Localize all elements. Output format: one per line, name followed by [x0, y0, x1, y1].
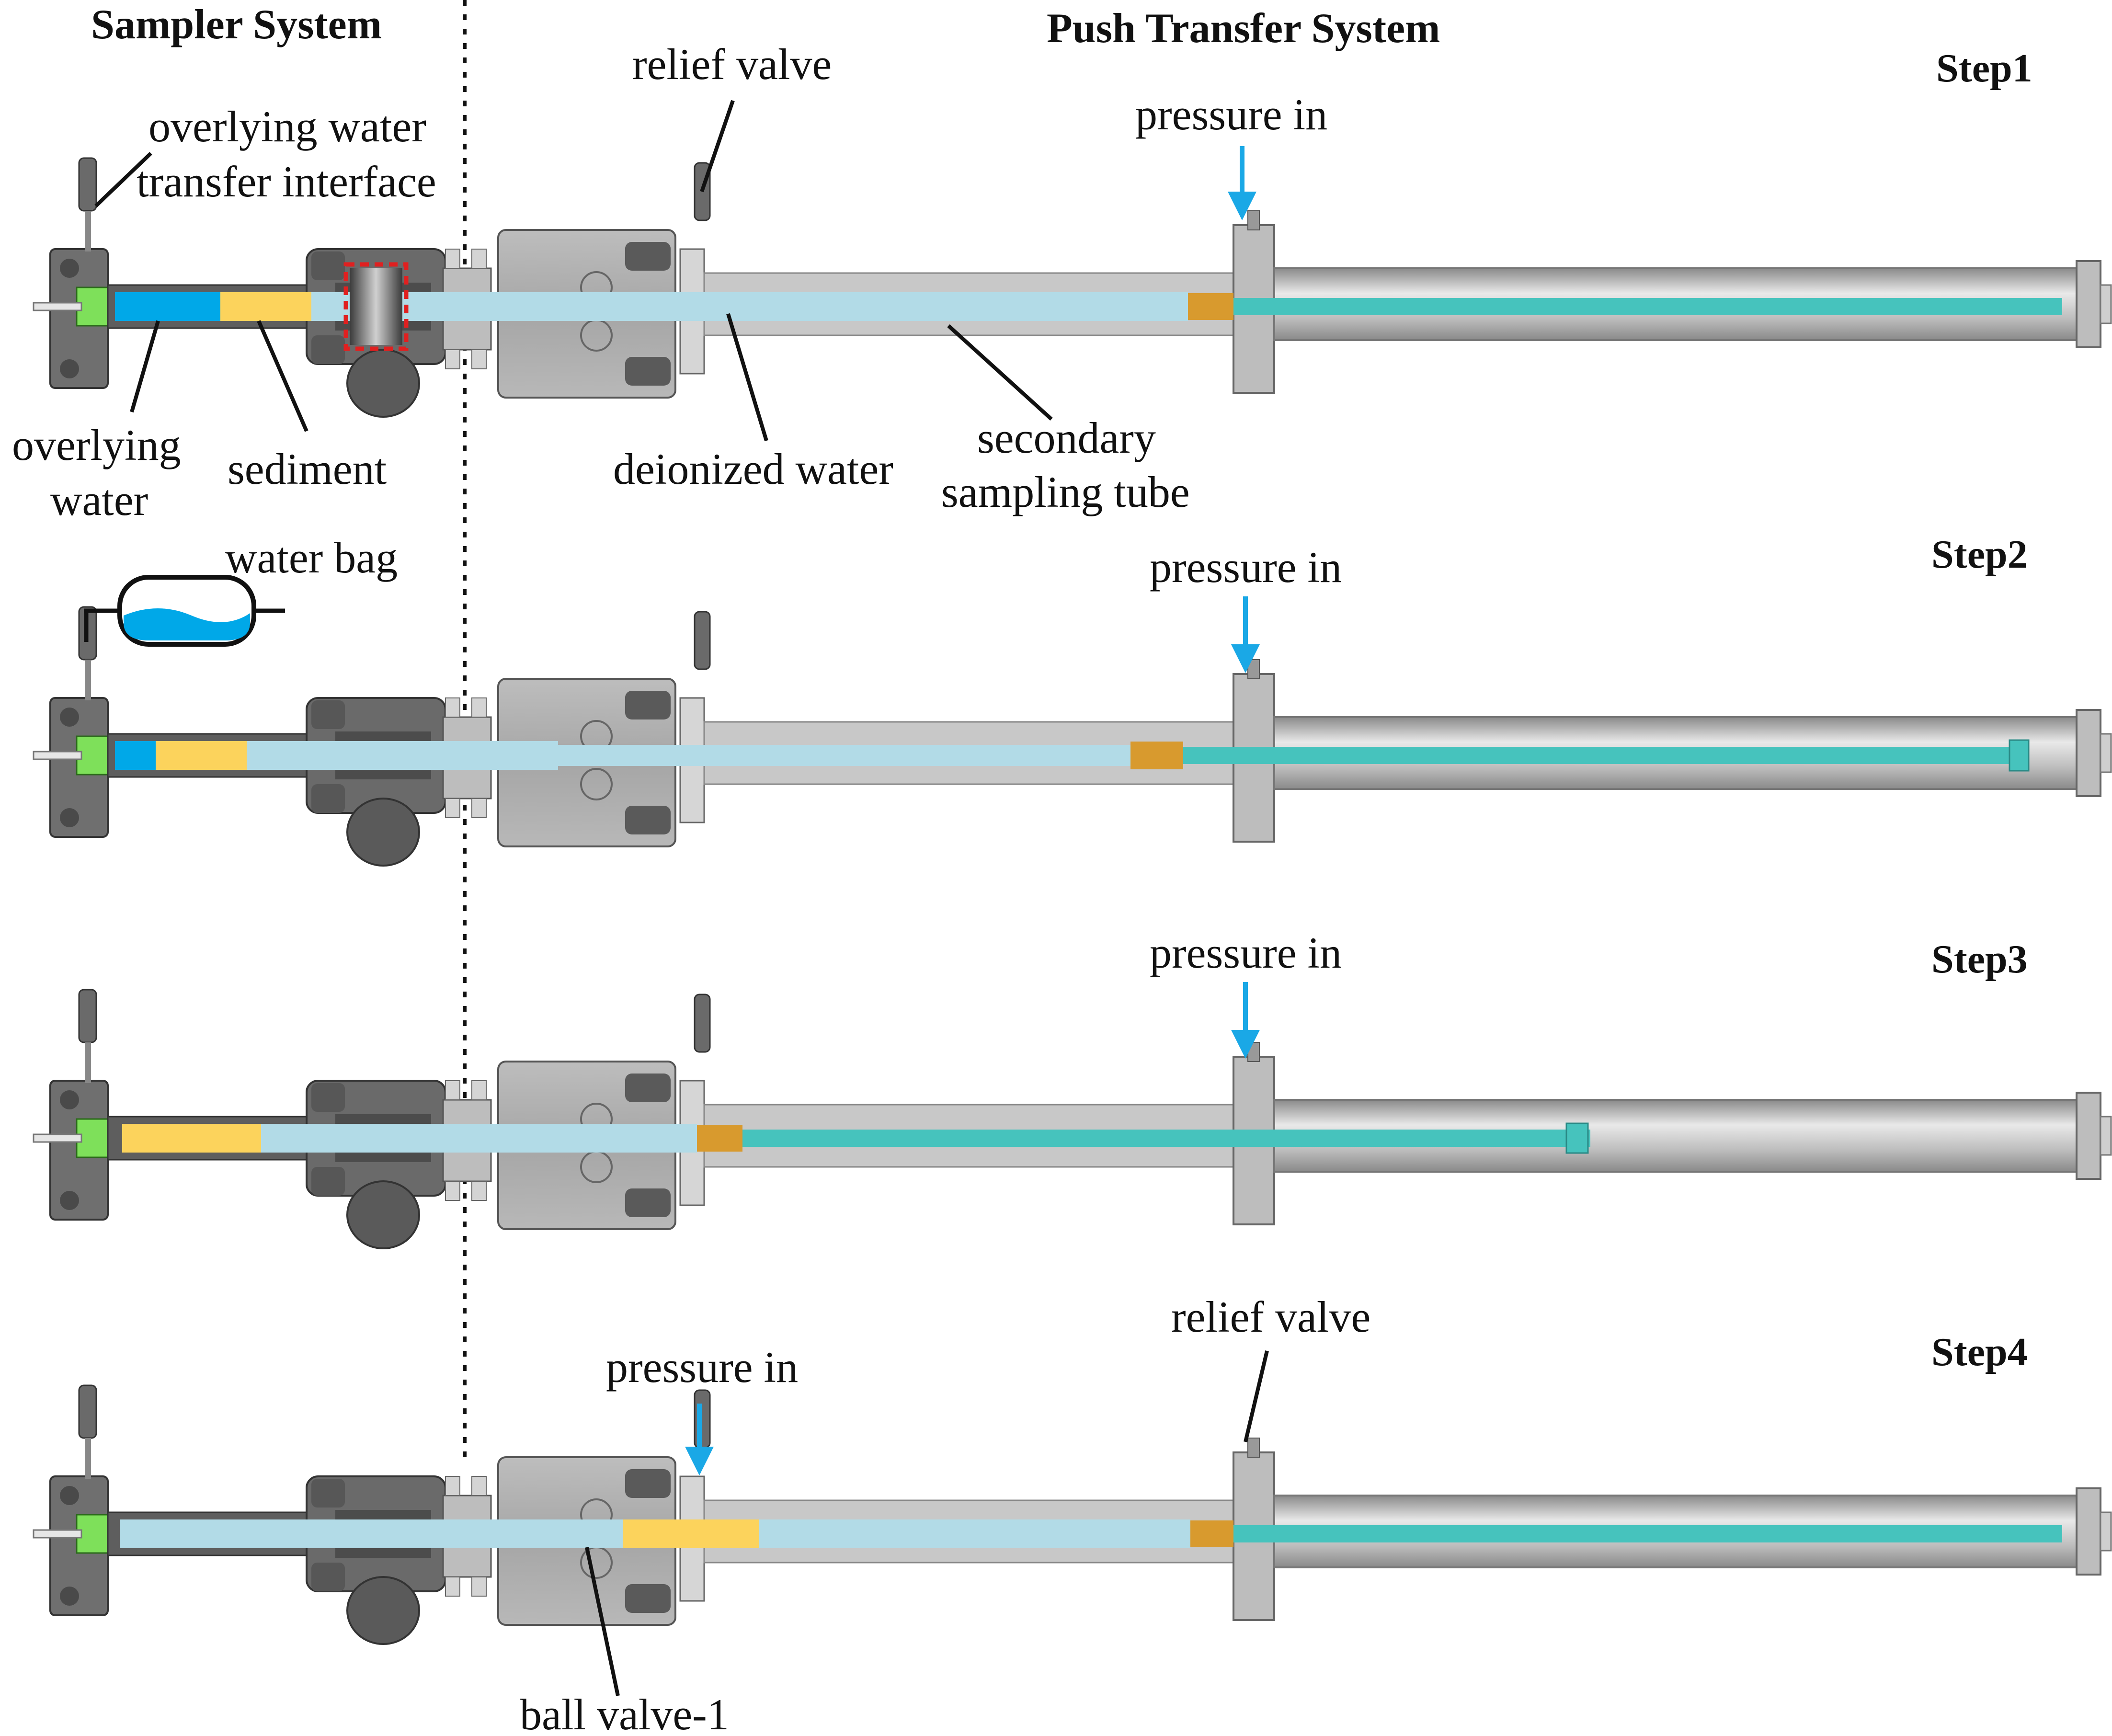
relief-valve-label: relief valve: [632, 40, 832, 89]
step-1-label: Step1: [1936, 46, 2032, 91]
overlying-water-label-2: water: [50, 476, 148, 525]
piston-rod: [1233, 298, 2062, 315]
deionized-water-label: deionized water: [613, 445, 893, 493]
leader-lines: [94, 100, 1269, 1696]
deionized-water-fill: [393, 292, 1188, 321]
piston-seal: [1188, 293, 1233, 320]
sampler-system-header: Sampler System: [91, 1, 382, 48]
water-bag-label: water bag: [225, 533, 398, 582]
step-3-label: Step3: [1931, 937, 2028, 982]
overlying-water-interface-label-1: overlying water: [148, 102, 426, 151]
overlying-water-label-1: overlying: [12, 421, 181, 469]
pressure-in-label-4: pressure in: [606, 1343, 798, 1392]
step-4-fluids: [120, 1519, 2062, 1548]
step-1-fluids: [115, 262, 2062, 351]
overlying-water-interface-label-2: transfer interface: [137, 157, 436, 206]
sediment-label: sediment: [228, 445, 387, 493]
ball-valve-ball: [350, 268, 402, 345]
sediment-fill: [220, 292, 311, 321]
secondary-sampling-tube-label-1: secondary: [977, 413, 1156, 462]
water-bag: [84, 575, 285, 647]
step-2-label: Step2: [1931, 532, 2028, 577]
step-4-label: Step4: [1931, 1330, 2028, 1374]
push-transfer-system-header: Push Transfer System: [1047, 5, 1440, 52]
ball-valve-1-label: ball valve-1: [520, 1690, 729, 1736]
step-2-fluids: [115, 739, 2030, 772]
pressure-in-label-1: pressure in: [1135, 90, 1327, 139]
secondary-sampling-tube-label-2: sampling tube: [941, 468, 1190, 516]
relief-valve-step4-label: relief valve: [1171, 1292, 1370, 1341]
step-3-fluids: [122, 1122, 1590, 1154]
pressure-in-label-3: pressure in: [1150, 928, 1342, 977]
ball-highlight-box: [343, 262, 409, 351]
pressure-in-label-2: pressure in: [1150, 543, 1342, 592]
overlying-water-fill: [115, 292, 220, 321]
